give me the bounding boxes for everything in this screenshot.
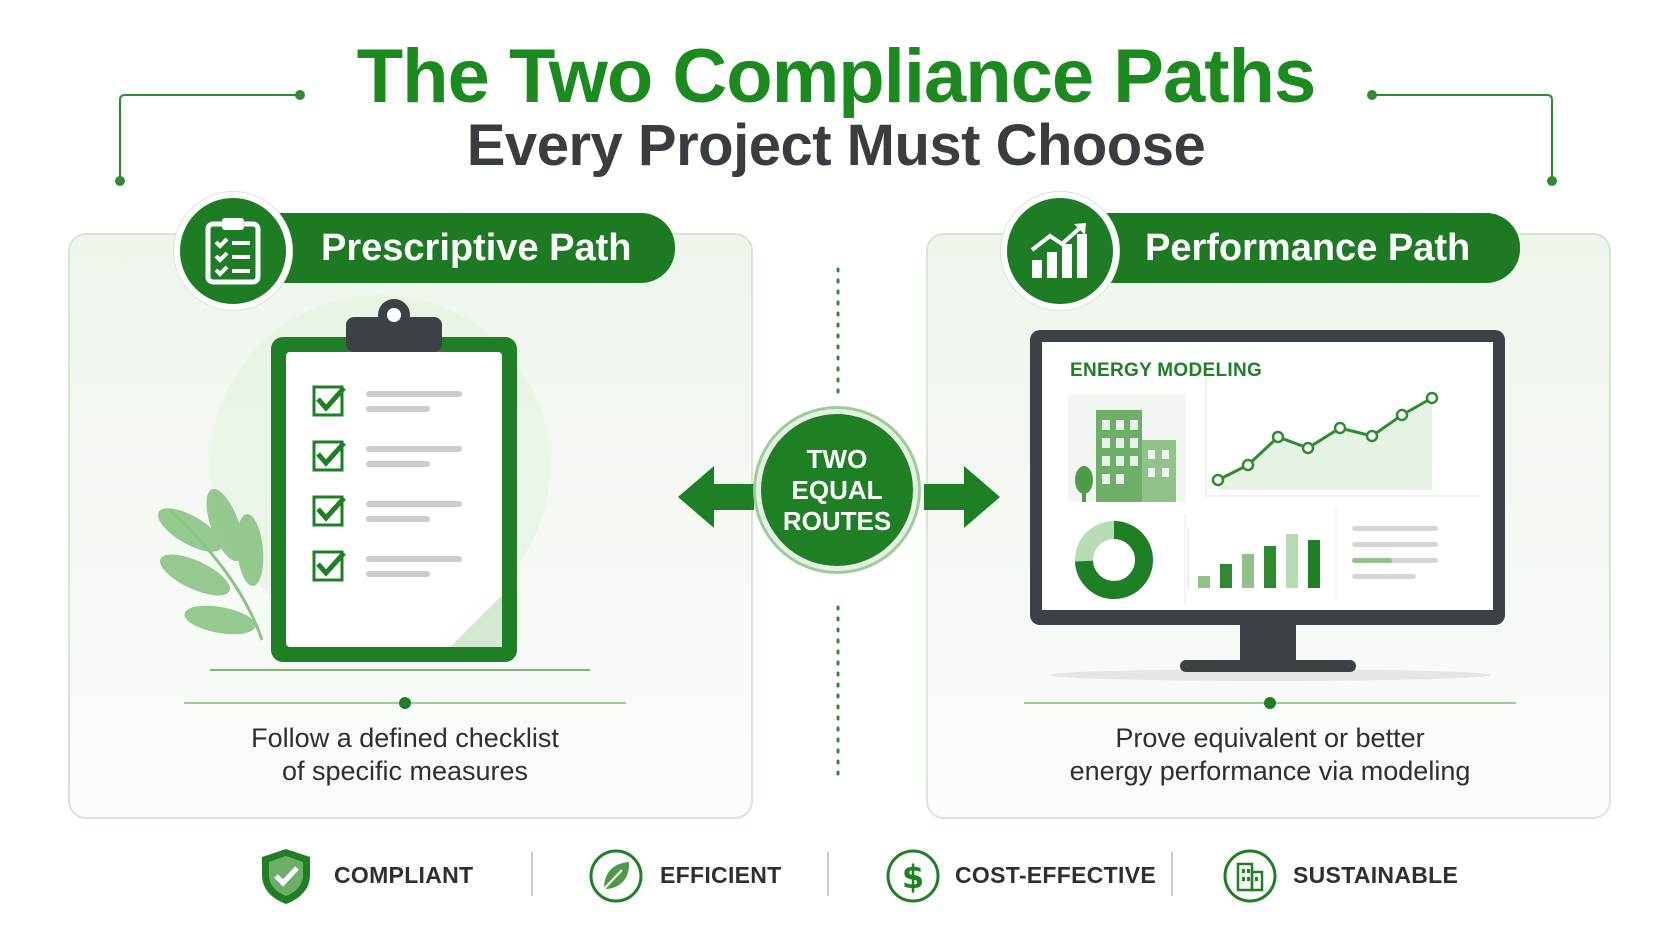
energy-line-chart xyxy=(1205,370,1480,497)
dollar-icon: $ xyxy=(886,849,940,903)
checklist-items xyxy=(312,385,462,582)
prescriptive-description-line2: of specific measures xyxy=(281,756,529,786)
energy-modeling-monitor xyxy=(1030,330,1505,681)
center-line1: TWO xyxy=(806,443,868,474)
performance-badge xyxy=(1007,198,1113,304)
page-subtitle: Every Project Must Choose xyxy=(466,113,1206,178)
energy-donut-chart xyxy=(1075,521,1153,599)
energy-bar-chart xyxy=(1187,528,1320,590)
header-bracket-lines xyxy=(115,90,1557,186)
performance-description: Prove equivalent or better energy perfor… xyxy=(960,722,1580,788)
feature-separator xyxy=(827,852,829,896)
clipboard-check-icon xyxy=(205,218,261,285)
svg-text:$: $ xyxy=(902,858,924,896)
feature-compliant-label: COMPLIANT xyxy=(334,862,474,888)
performance-description-line1: Prove equivalent or better xyxy=(1115,723,1425,753)
prescriptive-path-pill: Prescriptive Path xyxy=(255,213,675,283)
two-equal-routes-badge: TWO EQUAL ROUTES xyxy=(761,414,913,566)
feature-separator xyxy=(531,852,533,896)
performance-path-pill: Performance Path xyxy=(1085,213,1520,283)
prescriptive-path-label: Prescriptive Path xyxy=(321,227,632,269)
performance-path-label: Performance Path xyxy=(1145,227,1471,269)
center-line2: EQUAL xyxy=(791,474,883,505)
prescriptive-badge xyxy=(180,198,286,304)
left-arrow-icon xyxy=(678,466,754,528)
shield-check-icon xyxy=(262,849,310,904)
right-arrow-icon xyxy=(924,466,1000,528)
prescriptive-divider xyxy=(184,697,626,709)
features-row: COMPLIANT EFFICIENT $ COST-EFFECTIVE SUS… xyxy=(0,844,1672,904)
prescriptive-description-line1: Follow a defined checklist xyxy=(251,723,559,753)
checklist-clipboard-illustration xyxy=(158,295,590,671)
leaf-icon xyxy=(589,849,643,903)
page-title: The Two Compliance Paths xyxy=(356,34,1317,119)
energy-modeling-title: ENERGY MODELING xyxy=(1070,360,1263,381)
feature-efficient-label: EFFICIENT xyxy=(660,862,782,888)
performance-description-line2: energy performance via modeling xyxy=(1069,756,1471,786)
feature-separator xyxy=(1171,852,1173,896)
feature-cost-effective-label: COST-EFFECTIVE xyxy=(955,862,1156,888)
center-dotted-line xyxy=(836,267,840,783)
feature-sustainable-label: SUSTAINABLE xyxy=(1293,862,1459,888)
center-line3: ROUTES xyxy=(782,505,892,536)
performance-divider xyxy=(1024,697,1516,709)
prescriptive-description: Follow a defined checklist of specific m… xyxy=(120,722,690,788)
building-icon xyxy=(1223,849,1277,903)
bar-chart-growth-icon xyxy=(1030,223,1087,278)
